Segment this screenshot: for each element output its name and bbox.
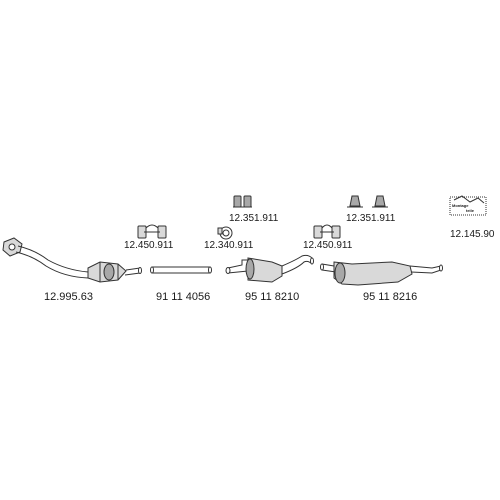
label-mounting-kit: 12.145.90	[450, 229, 495, 240]
clamp-left[interactable]	[137, 224, 167, 239]
rubber-hanger-middle[interactable]	[233, 195, 252, 208]
clamp-right[interactable]	[313, 224, 341, 239]
mounting-kit-box[interactable]: Montage teile	[449, 195, 487, 216]
label-clamp-right: 12.450.911	[303, 240, 353, 251]
mounting-kit-text-1: Montage	[452, 203, 469, 208]
label-front-pipe: 12.995.63	[44, 291, 93, 303]
rubber-hanger-right[interactable]	[347, 195, 388, 208]
mounting-kit-text-2: teile	[466, 208, 475, 213]
label-hanger-right: 12.351.911	[346, 213, 396, 224]
label-hanger-middle: 12.351.911	[229, 213, 279, 224]
ring-clamp[interactable]	[217, 226, 233, 240]
label-rear-silencer: 95 11 8216	[363, 291, 417, 303]
center-silencer[interactable]	[225, 254, 314, 283]
label-clamp-left: 12.450.911	[124, 240, 174, 251]
label-middle-pipe: 91 11 4056	[156, 291, 210, 303]
middle-pipe[interactable]	[150, 266, 212, 274]
label-center-silencer: 95 11 8210	[245, 291, 299, 303]
rear-silencer[interactable]	[320, 261, 443, 286]
label-ring-clamp: 12.340.911	[204, 240, 254, 251]
front-pipe-catalytic-converter[interactable]	[2, 237, 142, 283]
